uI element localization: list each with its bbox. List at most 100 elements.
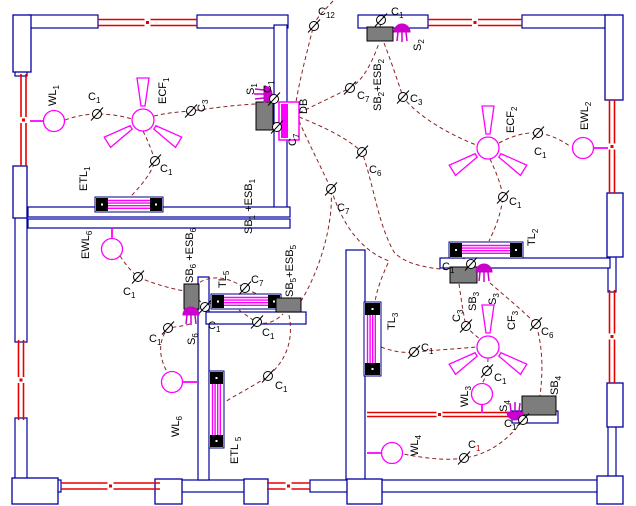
wire-junction-icon[interactable] — [238, 281, 252, 295]
wire-junction-icon[interactable] — [324, 182, 338, 196]
label-text: C — [541, 326, 549, 338]
wire-junction-icon[interactable] — [459, 319, 473, 333]
switchboard-symbol-SB6[interactable] — [183, 283, 200, 310]
wall-light-symbol-WL1[interactable] — [30, 109, 66, 133]
wall-light-symbol-WL3[interactable] — [470, 382, 494, 414]
wire-junction-icon[interactable] — [148, 154, 162, 168]
label-S3: S3 — [487, 293, 501, 305]
wall-segment — [521, 14, 611, 29]
window-tick — [109, 484, 112, 488]
wire-junction-icon[interactable] — [267, 92, 281, 106]
ceiling-fan-symbol-ECF1[interactable] — [103, 77, 183, 149]
tube-light-symbol-TL3[interactable] — [363, 301, 382, 377]
wire-junction-icon[interactable] — [261, 369, 275, 383]
switch-body — [475, 263, 493, 273]
label-text: S — [412, 44, 424, 51]
label-text: WL — [459, 391, 471, 408]
label-C7-d: C7 — [251, 274, 264, 288]
label-text: C — [251, 274, 259, 286]
wire-junction-icon[interactable] — [480, 364, 494, 378]
wire-junction-icon[interactable] — [307, 19, 321, 33]
wire-junction-icon[interactable] — [161, 321, 175, 335]
label-text: 6 — [189, 227, 198, 232]
label-text: 1 — [52, 85, 61, 90]
junction-slash — [459, 319, 473, 333]
wire-junction-icon[interactable] — [516, 413, 530, 427]
wire-junction-icon[interactable] — [90, 107, 104, 121]
wall-light-symbol-EWL2[interactable] — [571, 136, 609, 160]
wire-junction-icon[interactable] — [531, 126, 545, 140]
switch-symbol-S6[interactable] — [182, 306, 200, 325]
label-text: 7 — [292, 133, 301, 138]
label-text: 3 — [492, 293, 501, 298]
wire-junction-icon[interactable] — [355, 145, 369, 159]
wall-light-symbol-EWL6[interactable] — [100, 228, 124, 261]
label-TL3: TL3 — [386, 312, 400, 330]
wire-junction-icon[interactable] — [407, 345, 421, 359]
label-text: SB — [184, 268, 196, 283]
wall-light-symbol-WL4[interactable] — [367, 441, 404, 465]
wire-path — [224, 314, 291, 403]
window-symbol — [98, 18, 197, 27]
junction-slash — [324, 182, 338, 196]
wire-junction-icon[interactable] — [457, 451, 471, 465]
wall-light-symbol-WL6[interactable] — [160, 370, 199, 394]
wire-junction-icon[interactable] — [250, 315, 264, 329]
junction-slash — [531, 126, 545, 140]
tube-cap-dot — [273, 300, 275, 303]
wire-junction-icon[interactable] — [374, 13, 388, 27]
switchboard-symbol-SB1[interactable] — [255, 101, 274, 131]
wire-junction-icon[interactable] — [529, 317, 543, 331]
switchboard-symbol-SB2[interactable] — [366, 26, 394, 42]
switch-symbol-S3[interactable] — [475, 263, 493, 282]
label-C3-a: C3 — [196, 99, 210, 112]
label-text: TL — [386, 317, 398, 330]
label-SB4: SB4 — [549, 375, 563, 395]
label-C1-n: C1 — [262, 327, 275, 341]
wire-path — [64, 113, 133, 121]
wire-junction-icon[interactable] — [396, 90, 410, 104]
wall-pilaster — [606, 192, 624, 258]
fan-blade — [497, 152, 528, 177]
window-symbol — [608, 100, 616, 193]
label-text: 7 — [365, 95, 370, 104]
tube-light-symbol-ETL5[interactable] — [208, 370, 225, 449]
label-text: S — [498, 405, 510, 412]
label-text: 1 — [512, 423, 517, 432]
label-C1-h: C1 — [494, 372, 507, 386]
wire-junction-icon[interactable] — [464, 257, 478, 271]
wire-junction-icon[interactable] — [131, 270, 145, 284]
ceiling-fan-symbol-ECF2[interactable] — [448, 105, 528, 177]
wire-junction-icon[interactable] — [270, 120, 284, 134]
junction-slash — [267, 92, 281, 106]
switch-symbol-S2[interactable] — [393, 23, 411, 42]
ceiling-fan-symbol-CF3[interactable] — [448, 304, 528, 376]
lamp-globe — [160, 370, 184, 394]
wire-junction-icon[interactable] — [184, 104, 198, 118]
wire-junction-icon[interactable] — [496, 190, 510, 204]
tube-light-symbol-ETL1[interactable] — [94, 196, 164, 213]
wall-pilaster — [604, 14, 624, 101]
label-text: 5 — [234, 436, 243, 441]
distribution-board-symbol-DB[interactable] — [278, 101, 300, 141]
label-text: TL — [217, 275, 229, 288]
switchboard-symbol-SB4[interactable] — [521, 395, 557, 416]
label-C3-b: C3 — [410, 93, 423, 107]
label-text: 3 — [464, 386, 473, 391]
label-text: WL — [170, 421, 182, 438]
switch-prong — [254, 88, 265, 91]
tube-light-symbol-TL2[interactable] — [448, 241, 524, 259]
junction-slash — [374, 13, 388, 27]
windows-layer — [17, 18, 616, 490]
label-text: SB — [243, 219, 255, 234]
switchboard-symbol-SB3[interactable] — [449, 266, 478, 284]
wall-pilaster — [606, 382, 624, 428]
tube-cap-dot — [515, 249, 517, 251]
switchboard-symbol-SB5[interactable] — [275, 297, 302, 313]
wire-path — [119, 255, 185, 292]
wire-junction-icon[interactable] — [343, 81, 357, 95]
wire-junction-icon[interactable] — [198, 300, 212, 314]
window-symbol — [428, 18, 522, 27]
tube-light-symbol-TL5[interactable] — [210, 293, 282, 310]
